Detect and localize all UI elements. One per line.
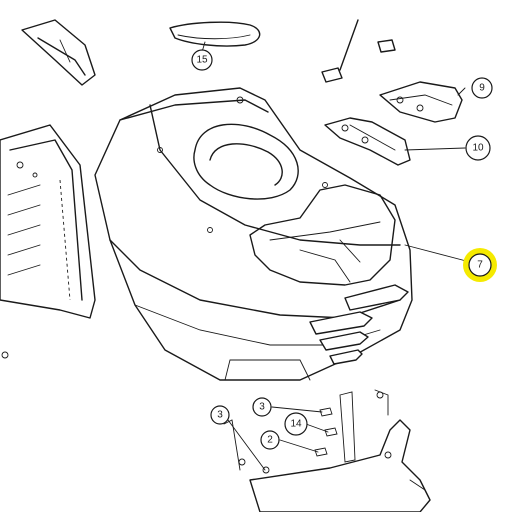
- callout-10-label: 10: [472, 143, 484, 154]
- callout-3-left: 3: [210, 405, 230, 425]
- upper-left-bracket: [21, 19, 96, 86]
- callout-7: 7: [468, 253, 492, 277]
- callout-3-right-label: 3: [259, 402, 265, 413]
- callout-3-left-label: 3: [217, 410, 223, 421]
- callout-2-label: 2: [267, 435, 273, 446]
- callout-2: 2: [260, 430, 280, 450]
- part-9-bracket: [379, 81, 463, 123]
- callout-15-label: 15: [196, 55, 208, 66]
- callout-14-label: 14: [290, 419, 302, 430]
- callout-3-right: 3: [252, 397, 272, 417]
- hood: [94, 87, 413, 381]
- bottom-frame: [227, 389, 431, 512]
- left-frame: [0, 124, 96, 359]
- callout-14: 14: [284, 412, 308, 436]
- screw-top: [321, 19, 396, 83]
- part-15-panel: [169, 21, 261, 53]
- callout-10: 10: [465, 135, 491, 161]
- callout-9: 9: [471, 77, 493, 99]
- callout-15: 15: [191, 49, 213, 71]
- callout-7-label: 7: [477, 260, 483, 271]
- callout-9-label: 9: [479, 83, 485, 94]
- part-10-bracket: [324, 117, 411, 166]
